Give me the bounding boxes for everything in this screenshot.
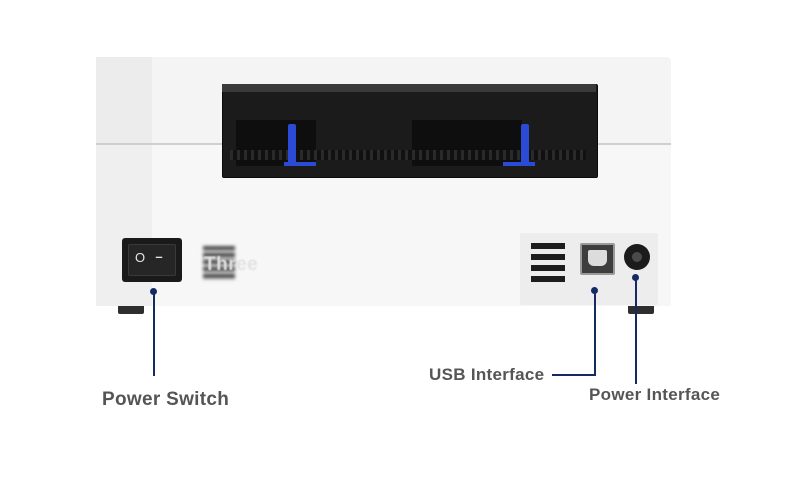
- power-switch-label: Power Switch: [102, 389, 230, 410]
- vent-slot: [531, 243, 565, 249]
- printer-foot-right: [628, 306, 654, 314]
- callout-line-power-switch: [153, 292, 155, 376]
- callout-leader-usb: [552, 374, 596, 376]
- power-off-symbol: O: [134, 250, 146, 265]
- power-jack-pin: [632, 252, 642, 262]
- callout-line-usb: [594, 291, 596, 375]
- brand-logo-text: Three: [204, 254, 259, 275]
- vent-slot: [531, 276, 565, 282]
- paper-feed-gear-strip: [230, 150, 586, 160]
- paper-guide-right-base: [503, 162, 535, 166]
- printer-top-cover-side: [96, 57, 152, 145]
- usb-interface-label: USB Interface: [429, 365, 545, 384]
- paper-guide-left-base: [284, 162, 316, 166]
- power-interface-label: Power Interface: [589, 385, 721, 404]
- brand-logo-mark: [203, 246, 235, 280]
- vent-slot: [531, 265, 565, 271]
- usb-port-connector: [588, 250, 607, 266]
- power-on-symbol: –: [155, 249, 163, 264]
- paper-guide-left[interactable]: [288, 124, 296, 166]
- printer-foot-left: [118, 306, 144, 314]
- vent-slot: [531, 254, 565, 260]
- power-switch-rocker[interactable]: [128, 244, 176, 276]
- callout-dot-power-interface: [632, 274, 639, 281]
- paper-slot-lip: [222, 84, 596, 92]
- callout-dot-power-switch: [150, 288, 157, 295]
- callout-dot-usb: [591, 287, 598, 294]
- paper-guide-right[interactable]: [521, 124, 529, 166]
- callout-line-power-interface: [635, 278, 637, 384]
